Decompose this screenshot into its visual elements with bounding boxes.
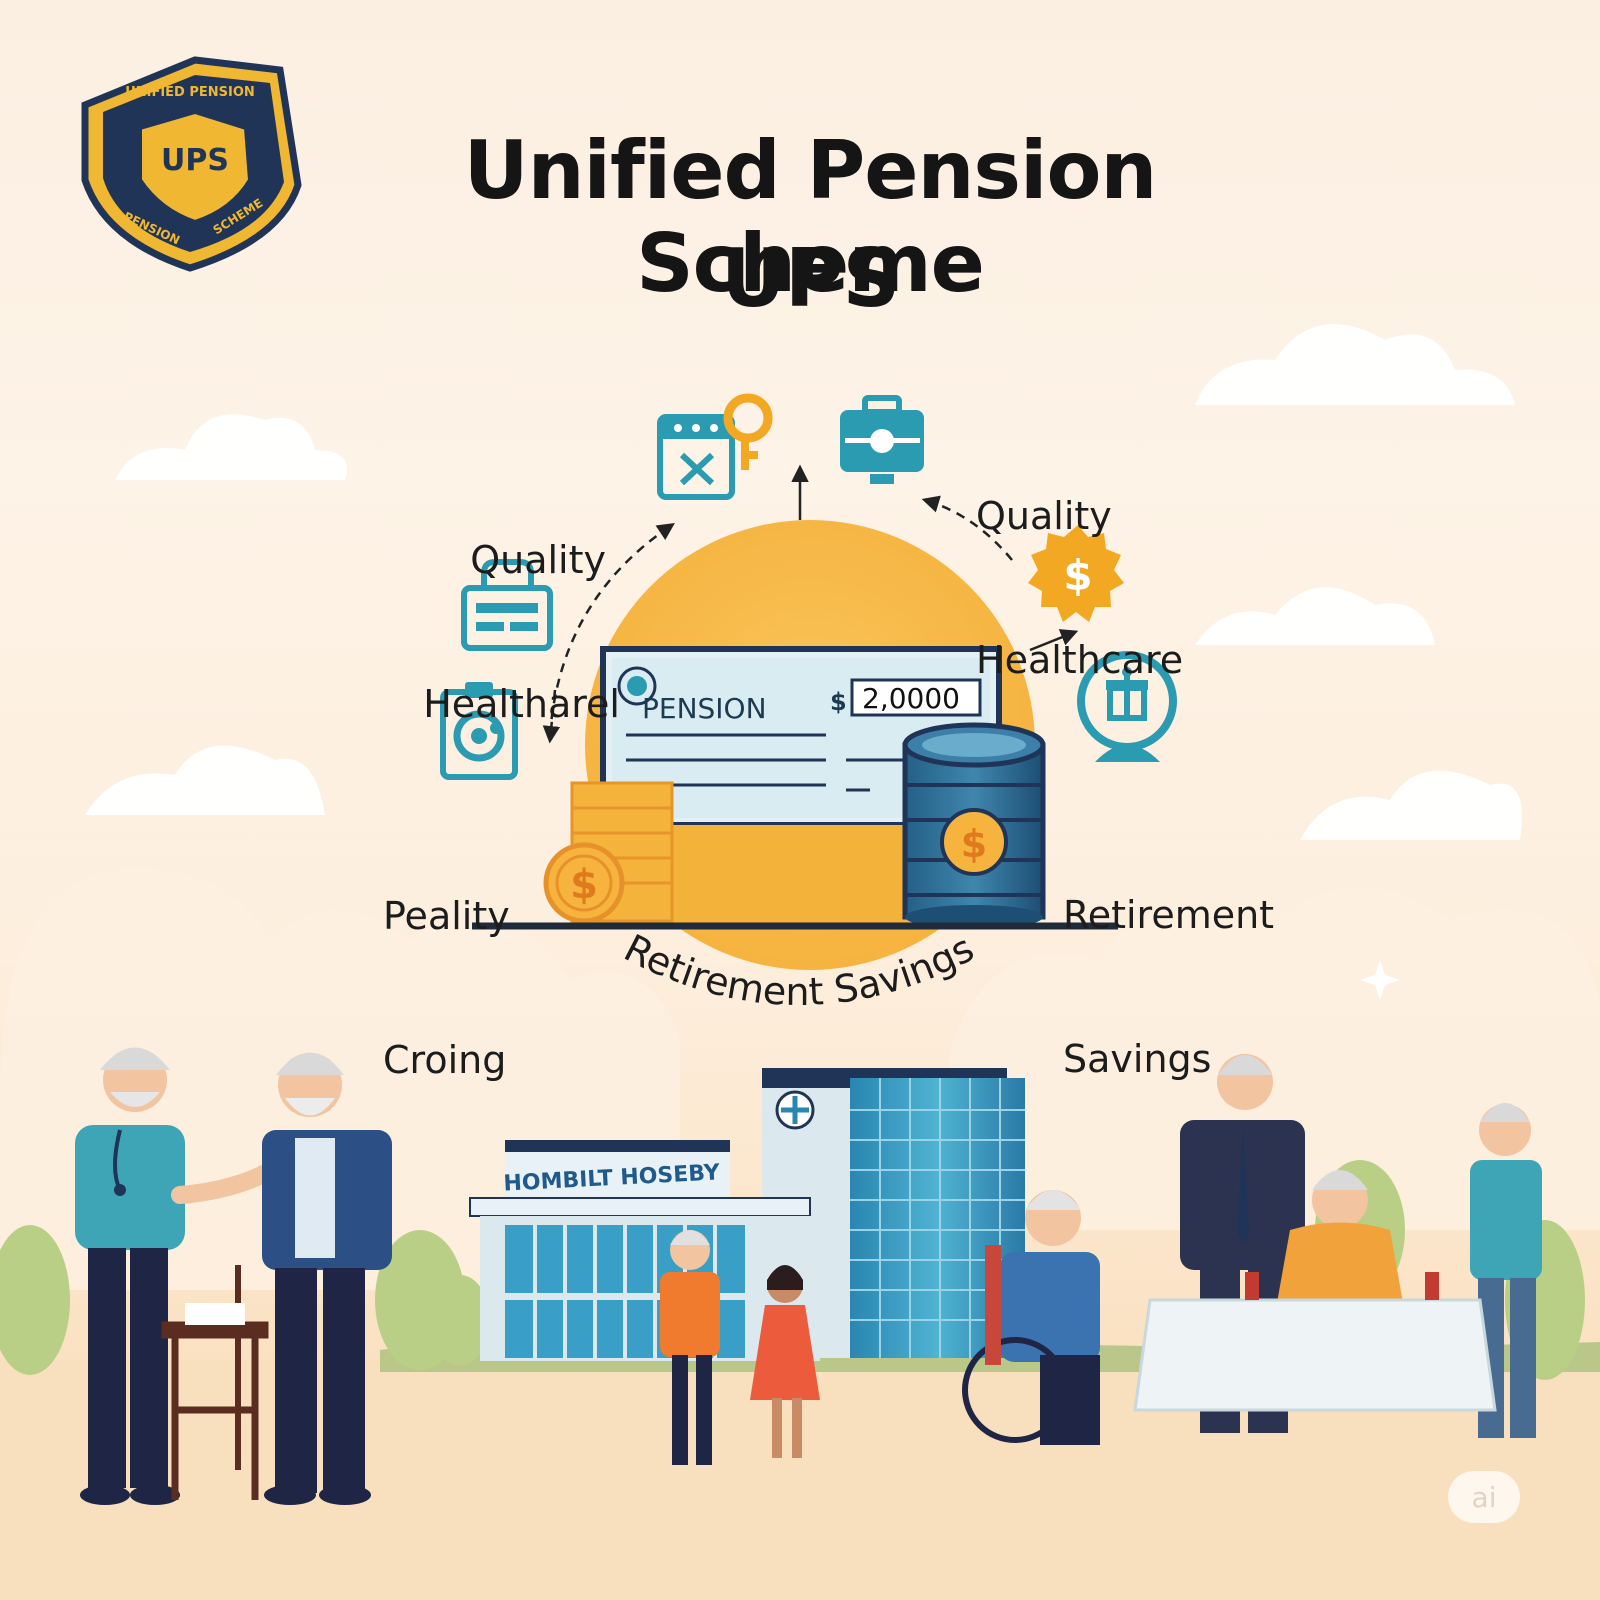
flow-arrows — [542, 464, 1079, 744]
svg-text:$: $ — [1063, 551, 1092, 600]
medical-monitor-icon — [840, 395, 924, 484]
ai-watermark: ai — [1448, 1471, 1520, 1523]
dining-table — [1133, 1272, 1497, 1412]
label-mid-left: Peality Croing — [383, 894, 510, 1082]
side-table — [161, 1303, 269, 1500]
badge-center-text: UPS — [161, 143, 229, 178]
page-subtitle: UPS — [720, 232, 900, 325]
ups-badge: UNIFIED PENSION UPS PENSION SCHEME — [81, 56, 302, 272]
calendar-key-icon — [657, 393, 773, 500]
bag-card-icon — [461, 559, 553, 651]
page-title: Unified Pension Scheme — [463, 124, 1158, 310]
badge-ring-top: UNIFIED PENSION — [125, 85, 255, 100]
child-figure — [750, 1265, 820, 1458]
svg-text:$: $ — [570, 862, 598, 908]
label-mid-right: Retirement Savings — [1063, 893, 1275, 1081]
check-amount: 2,0000 — [862, 682, 960, 715]
dollar-coin-left: $ — [543, 842, 625, 924]
clipboard-icon — [440, 682, 518, 780]
savings-barrel: $ — [902, 722, 1046, 929]
svg-text:ai: ai — [1472, 1481, 1497, 1514]
svg-text:$: $ — [961, 822, 987, 866]
nurse-figure — [1470, 1103, 1542, 1438]
gift-person-icon — [1077, 651, 1177, 762]
label-top-left: Quality Healtharel — [423, 538, 620, 726]
hospital-building: HOMBILT HOSEBY — [469, 1068, 1025, 1361]
wheelchair-man-figure — [962, 1190, 1100, 1445]
gold-block — [650, 825, 915, 923]
sparkle-icon — [1360, 960, 1400, 1000]
grandmother-figure — [660, 1230, 720, 1465]
label-top-right: Quality Healthcare — [976, 494, 1184, 682]
dollar-badge-icon: $ — [1028, 525, 1124, 622]
check-label: PENSION — [642, 692, 767, 725]
cloud-group — [85, 324, 1522, 840]
check-currency: $ — [830, 688, 847, 716]
elderly-man-figure — [235, 1052, 392, 1505]
